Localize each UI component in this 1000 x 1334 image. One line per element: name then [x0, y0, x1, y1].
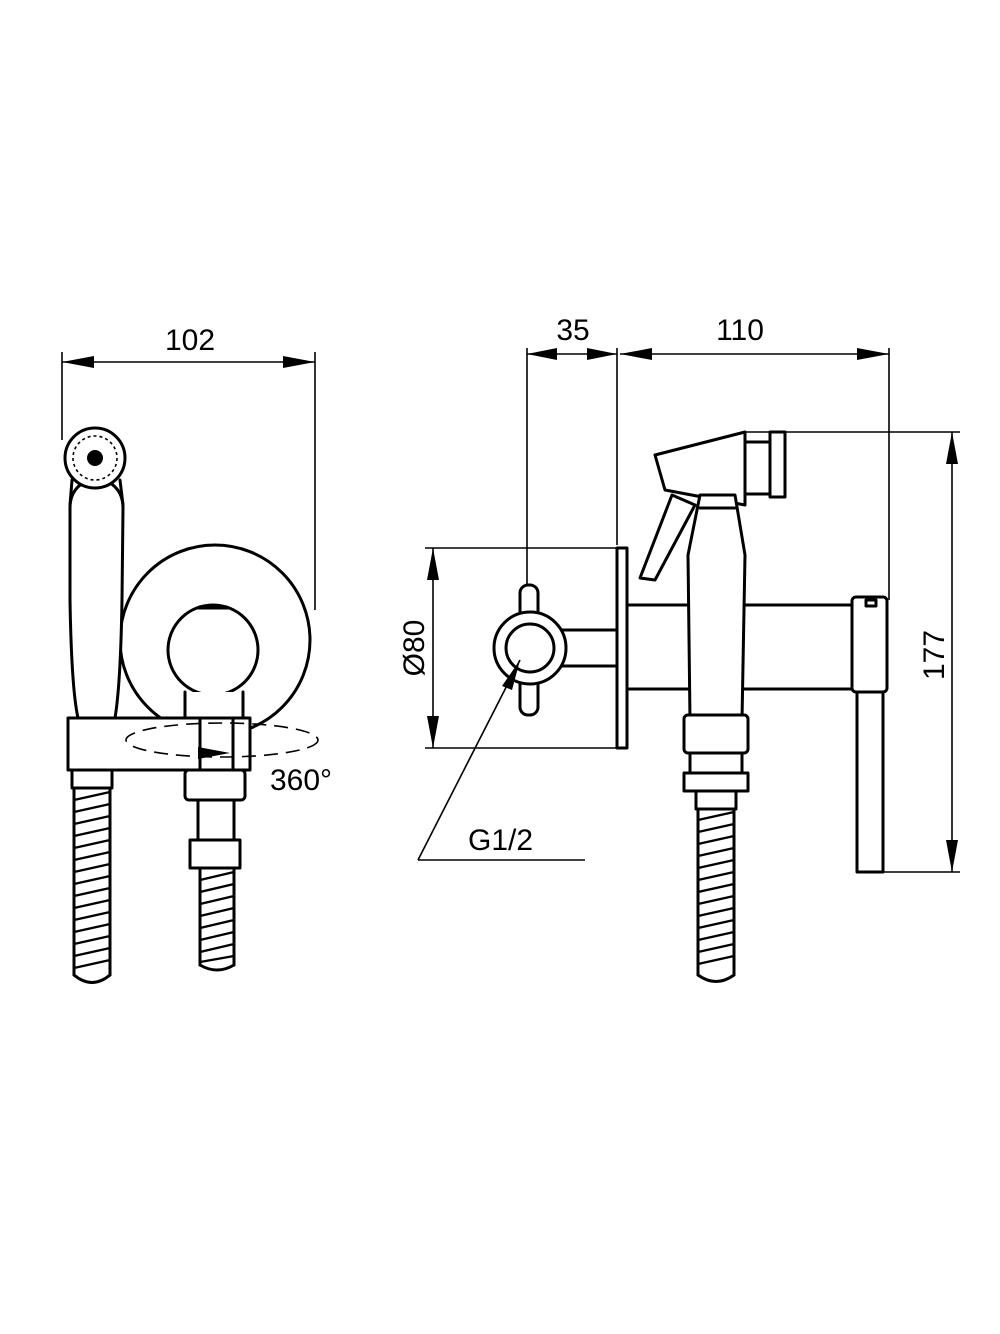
- knob-neck: [183, 690, 245, 720]
- end-cap: [850, 595, 889, 694]
- rotation-label: 360°: [270, 764, 332, 797]
- holder-bracket: [66, 716, 252, 772]
- side-view: 35 110 Ø80 177: [398, 314, 960, 983]
- dimension-overall-height-label: 177: [918, 630, 951, 680]
- cross-handle: [492, 583, 568, 717]
- hose-connector-front: [183, 768, 247, 870]
- hose-right-front: [198, 866, 236, 972]
- rotation-indicator: [125, 722, 319, 758]
- dimension-plate-diameter: Ø80: [398, 547, 625, 749]
- thread-leader: G1/2: [417, 659, 585, 861]
- front-view: 102 360°: [61, 324, 332, 984]
- dimension-front-width-label: 102: [165, 324, 215, 357]
- dimension-body-length-label: 110: [716, 314, 764, 347]
- hose-left: [72, 786, 112, 984]
- hand-shower-front: [63, 426, 127, 720]
- mixer-knob: [166, 603, 260, 697]
- support-rod: [855, 690, 885, 874]
- dimension-handle-depth: 35: [526, 314, 618, 590]
- dimension-plate-diameter-label: Ø80: [398, 620, 431, 677]
- dimension-front-width: 102: [61, 324, 316, 610]
- dimension-handle-depth-label: 35: [556, 314, 589, 347]
- thread-label: G1/2: [468, 824, 533, 857]
- dimension-body-length: 110: [620, 314, 890, 600]
- hose-side: [696, 807, 736, 983]
- hose-connector-side: [682, 713, 750, 811]
